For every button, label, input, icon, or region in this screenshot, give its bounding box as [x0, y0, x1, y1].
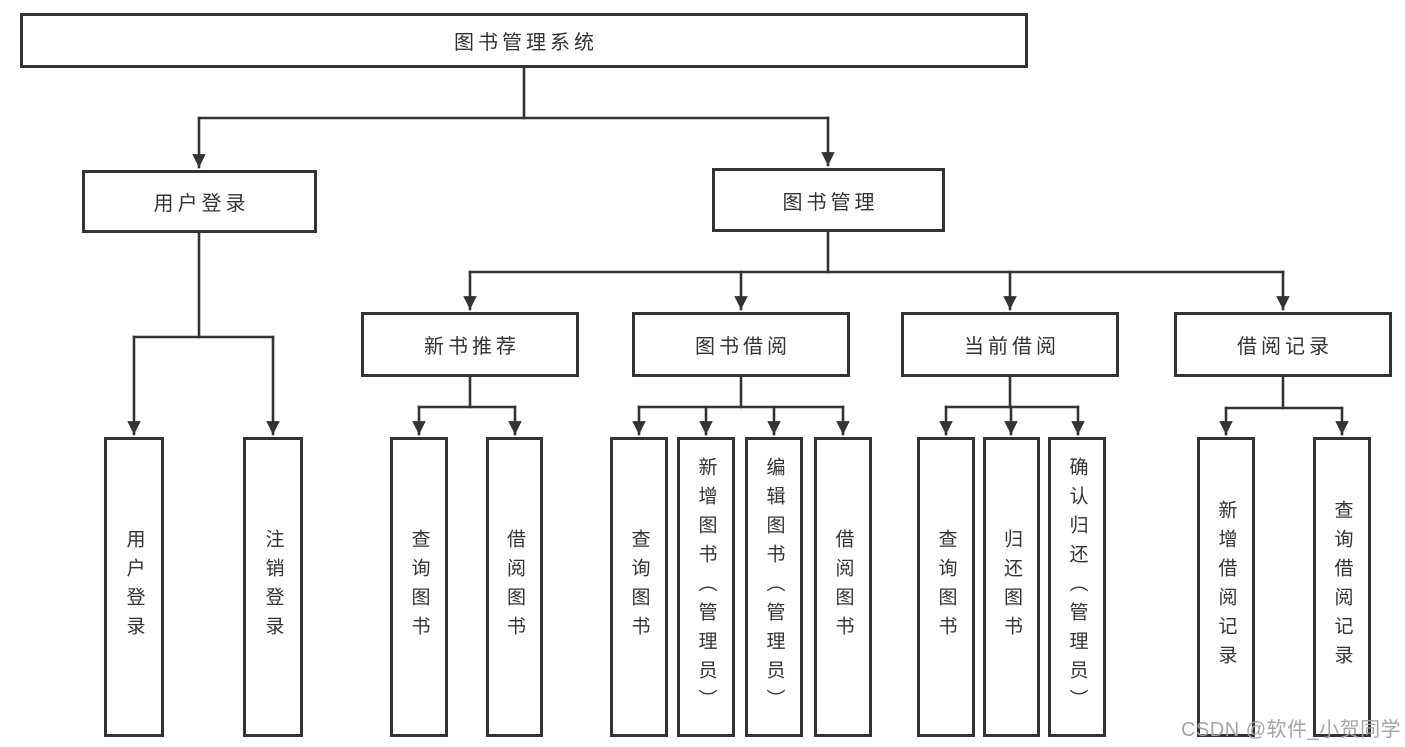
- node-label: 图书管理: [782, 191, 879, 214]
- node-label: 当前借阅: [964, 336, 1060, 358]
- node-label: 注销登录: [262, 529, 284, 645]
- connector-root-to-level2: [192, 66, 835, 169]
- leaf-query-books-2: 查询图书: [610, 437, 668, 737]
- leaf-confirm-return-admin: 确认归还（管理员）: [1048, 437, 1106, 737]
- node-new-book-recommendation: 新书推荐: [361, 312, 579, 377]
- connector-book-management-branch: [463, 230, 1290, 311]
- connector-book-borrowing-branch: [632, 375, 850, 436]
- node-label: 图书借阅: [695, 336, 791, 358]
- node-label: 查询借阅记录: [1331, 500, 1353, 674]
- connector-new-book-branch: [412, 375, 522, 436]
- node-label: 查询图书: [628, 529, 650, 645]
- node-label: 新书推荐: [424, 336, 520, 358]
- csdn-watermark: CSDN @软件_小贺同学: [1181, 719, 1402, 741]
- node-label: 借阅图书: [832, 529, 854, 645]
- node-book-management: 图书管理: [712, 168, 945, 232]
- node-user-login: 用户登录: [82, 170, 317, 233]
- leaf-query-borrow-record: 查询借阅记录: [1313, 437, 1371, 737]
- leaf-borrow-books-2: 借阅图书: [814, 437, 872, 737]
- node-label: 查询图书: [408, 529, 430, 645]
- leaf-logout: 注销登录: [243, 437, 303, 737]
- node-label: 借阅图书: [504, 529, 525, 645]
- node-label: 编辑图书（管理员）: [763, 456, 785, 718]
- node-current-borrowing: 当前借阅: [901, 312, 1119, 377]
- leaf-user-login: 用户登录: [104, 437, 164, 737]
- node-label: 新增图书（管理员）: [695, 456, 717, 718]
- leaf-return-books: 归还图书: [983, 437, 1040, 737]
- leaf-query-books-3: 查询图书: [917, 437, 975, 737]
- node-label: 查询图书: [935, 529, 957, 645]
- node-label: 借阅记录: [1237, 336, 1333, 358]
- node-label: 用户登录: [153, 193, 250, 215]
- connector-borrowing-records-branch: [1219, 375, 1349, 436]
- leaf-query-books-1: 查询图书: [390, 437, 448, 737]
- node-label: 新增借阅记录: [1215, 500, 1237, 674]
- node-borrowing-records: 借阅记录: [1174, 312, 1392, 377]
- node-label: 用户登录: [123, 529, 145, 645]
- node-label: 归还图书: [1001, 529, 1022, 645]
- node-book-borrowing: 图书借阅: [632, 312, 850, 377]
- connector-current-borrowing-branch: [939, 375, 1085, 436]
- node-label: 图书管理系统: [454, 32, 598, 54]
- leaf-borrow-books-1: 借阅图书: [486, 437, 543, 737]
- leaf-edit-books-admin: 编辑图书（管理员）: [745, 437, 803, 737]
- node-label: 确认归还（管理员）: [1066, 456, 1088, 718]
- node-library-management-system: 图书管理系统: [20, 13, 1028, 68]
- leaf-add-books-admin: 新增图书（管理员）: [677, 437, 735, 737]
- leaf-add-borrow-record: 新增借阅记录: [1197, 437, 1255, 737]
- connector-user-login-branch: [127, 231, 280, 436]
